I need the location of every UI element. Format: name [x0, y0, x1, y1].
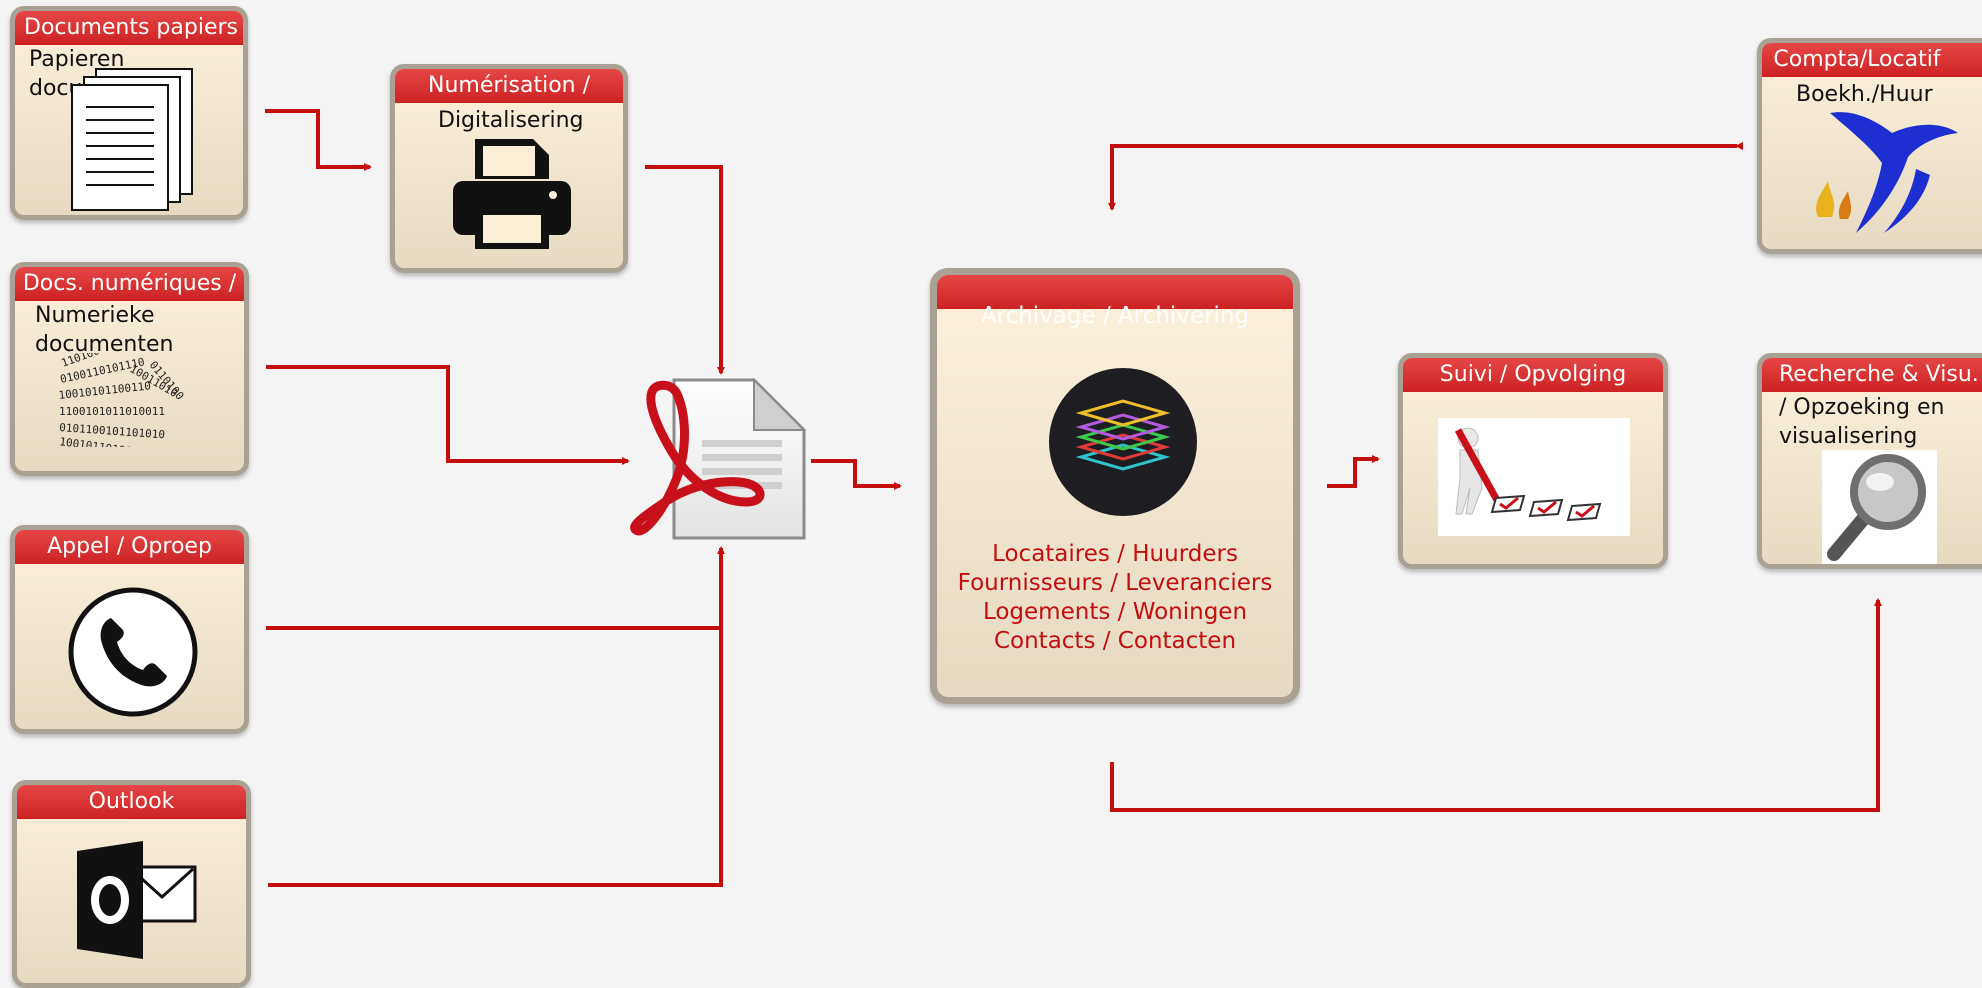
node-title: Compta/Locatif: [1773, 47, 1941, 72]
arrow-archive-to-search: [1110, 598, 1882, 812]
node-title: Suivi / Opvolging: [1439, 362, 1627, 387]
checklist-figure-icon: [1438, 418, 1630, 536]
node-archive[interactable]: Archivage / Archivering Locataires / Huu…: [930, 268, 1300, 704]
document-stack-icon: [71, 68, 193, 211]
node-phone-call[interactable]: Appel / Oproep: [10, 525, 249, 734]
archive-entity-item: Contacts / Contacten: [993, 628, 1237, 654]
node-subtitle: Boekh./Huur: [1796, 82, 1933, 107]
node-accounting[interactable]: Compta/Locatif Boekh./Huur: [1757, 38, 1982, 254]
arrow-outlook-to-pdf: [268, 546, 725, 887]
node-digital-documents[interactable]: Docs. numériques / Numerieke documenten …: [10, 262, 249, 476]
node-subtitle: documenten: [35, 332, 174, 357]
node-outlook[interactable]: Outlook: [12, 780, 251, 988]
phone-icon: [68, 587, 198, 717]
node-subtitle: Numerieke: [35, 303, 155, 328]
arrow-digital-to-pdf: [266, 365, 630, 465]
archive-entity-item: Logements / Woningen: [982, 599, 1248, 625]
node-title: Documents papiers /: [24, 15, 248, 40]
arrow-compta-loop: [1108, 142, 1743, 211]
node-title: Numérisation /: [427, 73, 590, 98]
node-scanning[interactable]: Numérisation / Digitalisering: [390, 64, 628, 273]
node-subtitle: visualisering: [1779, 424, 1918, 449]
node-search[interactable]: Recherche & Visu. / Opzoeking en visuali…: [1757, 353, 1982, 569]
node-subtitle: / Opzoeking en: [1779, 395, 1945, 420]
node-title: Outlook: [88, 789, 175, 814]
bird-logo-icon: [1816, 112, 1958, 233]
node-subtitle: Papieren: [29, 47, 125, 72]
arrow-scan-to-pdf: [645, 165, 725, 375]
archive-entity-item: Locataires / Huurders: [992, 541, 1238, 567]
node-title: Appel / Oproep: [47, 534, 212, 559]
svg-text:1100101011010011: 1100101011010011: [59, 405, 165, 418]
arrow-pdf-to-archive: [811, 459, 902, 490]
outlook-icon: [77, 841, 197, 959]
node-follow-up[interactable]: Suivi / Opvolging: [1398, 353, 1668, 569]
node-title: Docs. numériques /: [22, 271, 237, 296]
node-paper-documents[interactable]: Documents papiers / Papieren documenten: [10, 6, 248, 220]
pdf-document-icon: [630, 378, 807, 540]
node-title: Recherche & Visu.: [1779, 362, 1979, 387]
node-subtitle: Digitalisering: [438, 108, 584, 133]
arrow-archive-to-suivi: [1327, 455, 1380, 488]
arrow-paper-to-scan: [265, 109, 372, 171]
archive-entity-list: Locataires / Huurders Fournisseurs / Lev…: [937, 540, 1293, 656]
layers-icon: [1049, 368, 1197, 516]
printer-icon: [453, 139, 571, 249]
archive-entity-item: Fournisseurs / Leveranciers: [957, 570, 1273, 596]
magnifier-icon: [1822, 450, 1937, 564]
binary-data-icon: 1101001011 0100110101110 10010101100110 …: [59, 353, 186, 447]
node-title: Archivage / Archivering: [980, 303, 1250, 329]
